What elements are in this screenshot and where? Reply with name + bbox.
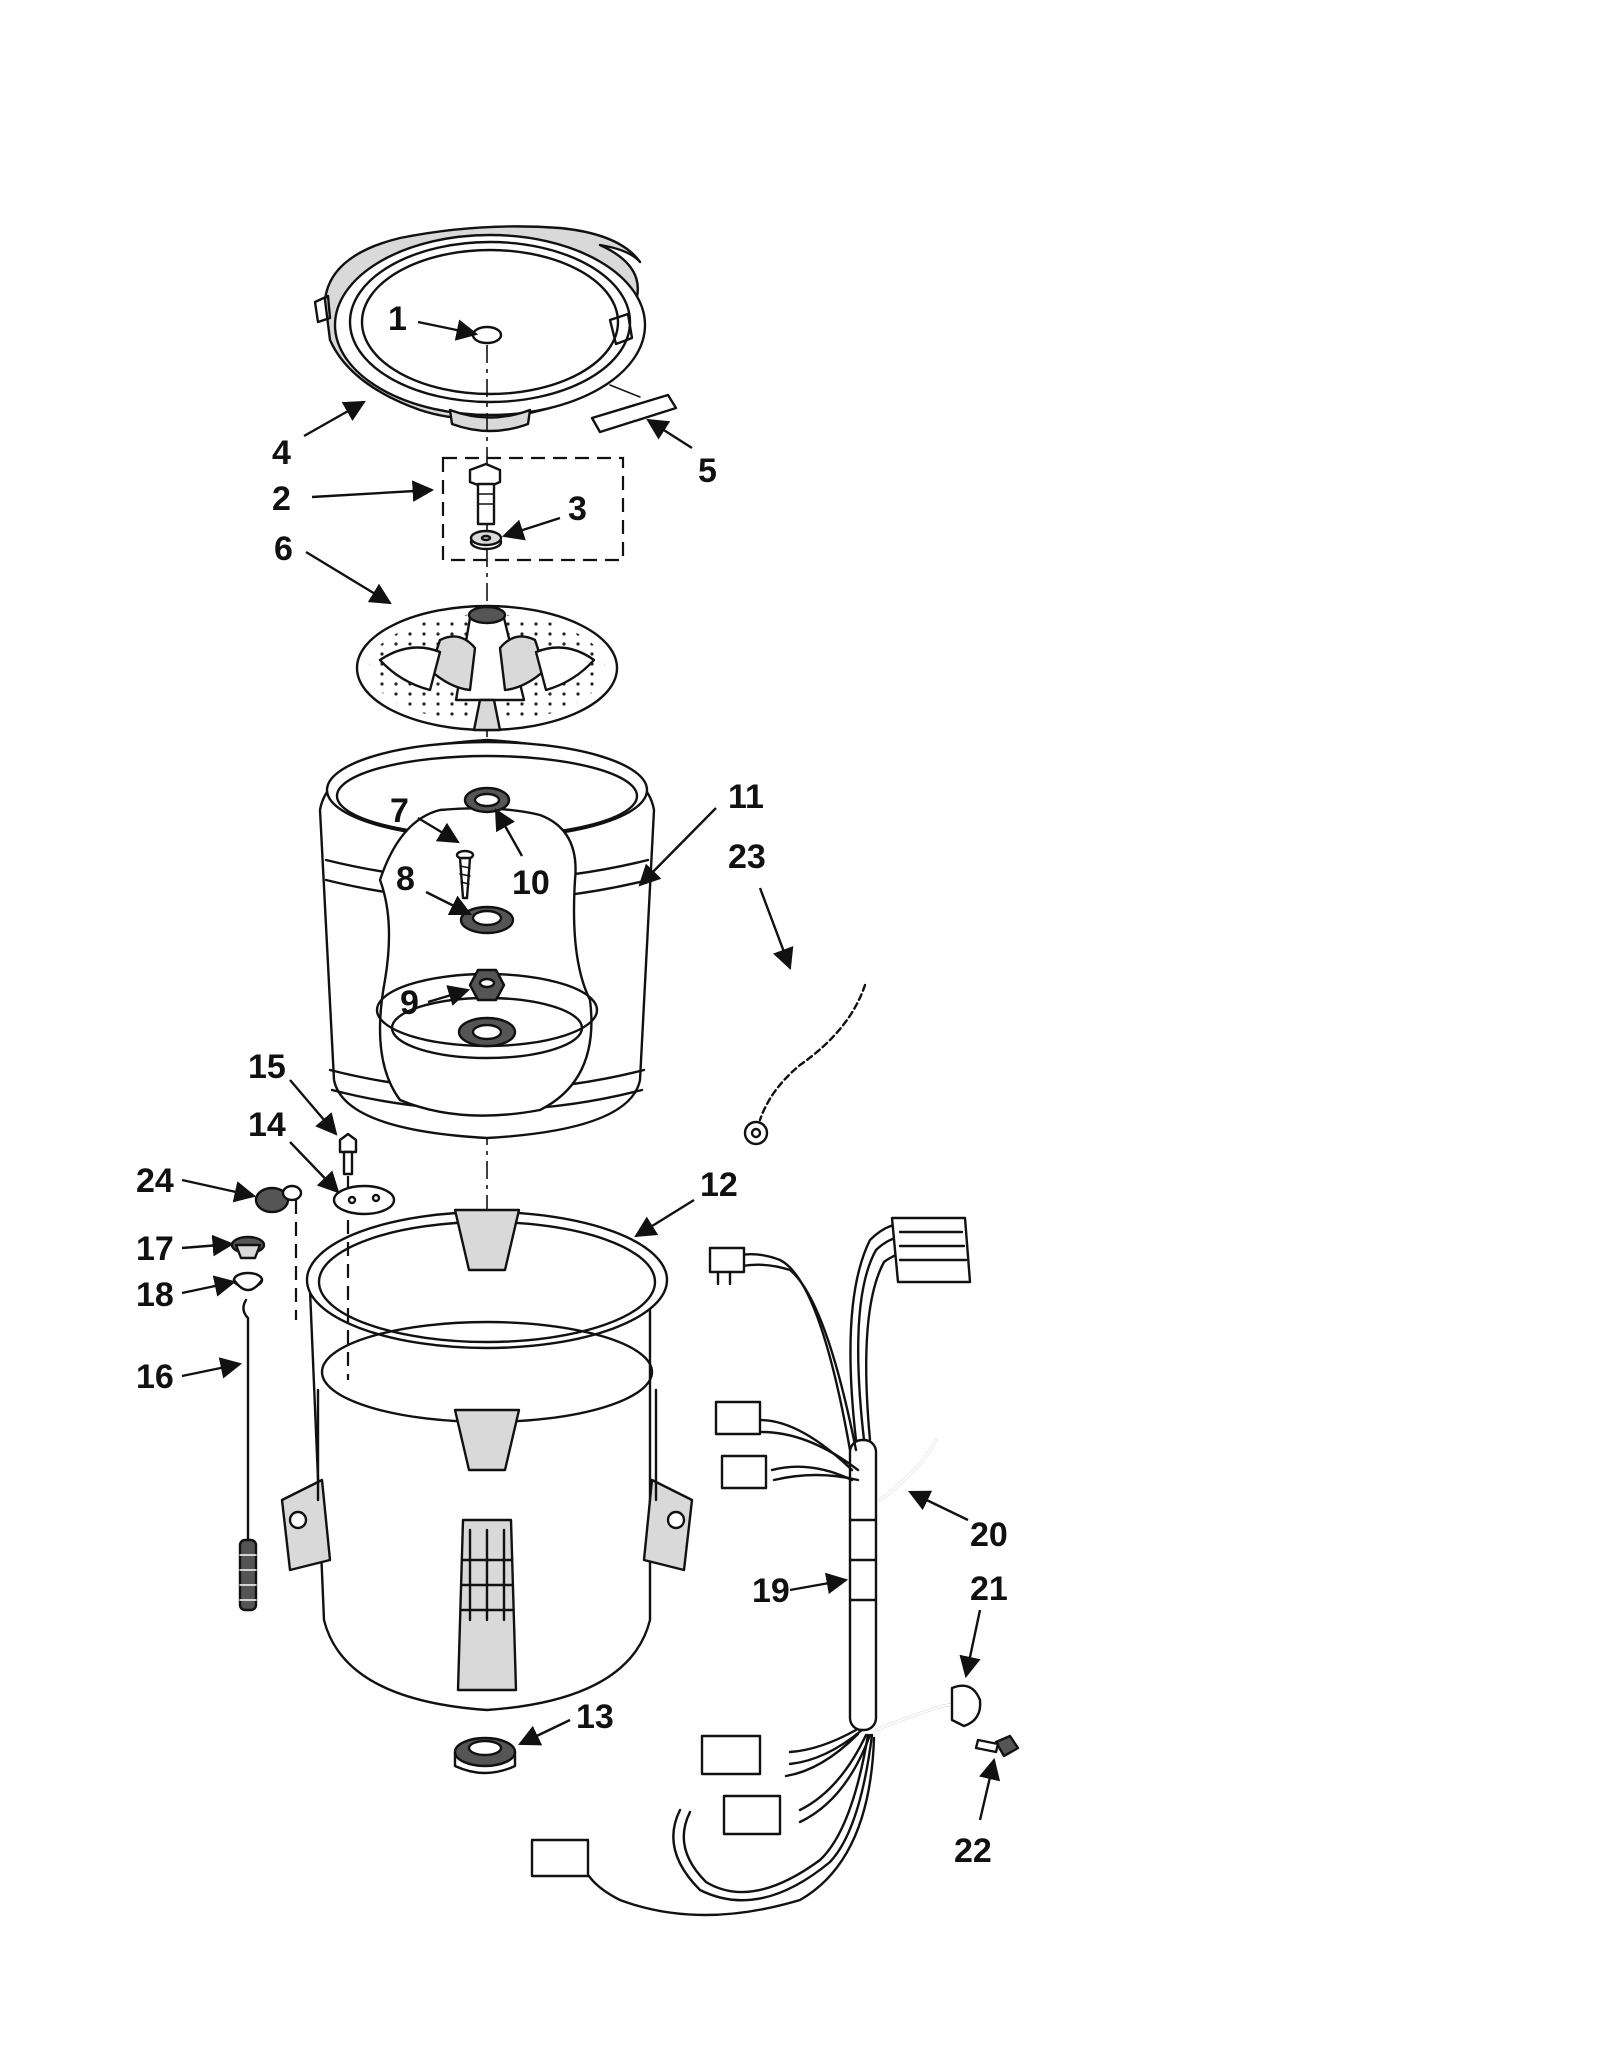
callout-24: 24 (136, 1162, 174, 1200)
upper-seal-part (463, 786, 511, 814)
callout-labels: 1 2 3 4 5 6 7 8 9 10 11 23 12 13 14 15 1… (136, 300, 1008, 1870)
callout-12-23: 23 (728, 838, 766, 876)
hub-seal-part (459, 905, 515, 935)
callout-2: 2 (272, 480, 291, 518)
leader-14 (289, 1141, 340, 1194)
mounting-plate-part (332, 1184, 396, 1216)
wire-harness-part (530, 1216, 972, 1917)
leader-24 (181, 1178, 257, 1203)
callout-6: 6 (274, 530, 293, 568)
leader-16 (181, 1357, 243, 1379)
callout-1: 1 (388, 300, 407, 338)
leader-23 (758, 887, 794, 971)
leader-22 (978, 1757, 1001, 1821)
callout-4: 4 (272, 434, 291, 472)
callout-22: 22 (954, 1832, 992, 1870)
basket-nut-part (468, 968, 506, 1002)
callout-11: 11 (728, 778, 764, 816)
basket-hub (457, 1016, 517, 1048)
leader-12 (634, 1198, 695, 1238)
callout-10: 10 (512, 864, 550, 902)
callout-8: 8 (396, 860, 415, 898)
leader-15 (289, 1079, 338, 1136)
callout-19: 19 (752, 1572, 790, 1610)
leader-13 (518, 1718, 571, 1746)
outer-tub-part (280, 1208, 694, 1712)
callout-7: 7 (390, 792, 409, 830)
leader-3 (501, 516, 561, 541)
bolt-kit-group-box (441, 456, 625, 562)
callout-9: 9 (400, 984, 419, 1022)
callout-16: 16 (136, 1358, 174, 1396)
grommet-part (232, 1271, 264, 1292)
leader-21 (959, 1609, 982, 1679)
leader-5 (646, 418, 693, 450)
callout-18: 18 (136, 1276, 174, 1314)
bushing-part (230, 1235, 266, 1260)
callout-14: 14 (248, 1106, 286, 1144)
fitting-part (254, 1184, 303, 1214)
strip-part (590, 393, 678, 434)
callout-20: 20 (970, 1516, 1008, 1554)
suspension-rod-part (238, 1298, 258, 1612)
harness-clip-part (950, 1684, 982, 1728)
leader-7 (417, 816, 460, 844)
callout-13: 13 (576, 1698, 614, 1736)
callout-17: 17 (136, 1230, 174, 1268)
wash-plate-part (355, 604, 619, 732)
leader-10 (494, 808, 524, 857)
callout-3: 3 (568, 490, 587, 528)
bolt-part (468, 462, 502, 526)
leader-1 (417, 319, 479, 341)
callout-12: 12 (700, 1166, 738, 1204)
callout-15: 15 (248, 1048, 286, 1086)
washer-part (469, 529, 503, 551)
leader-18 (181, 1275, 237, 1297)
cap-disc-part (471, 325, 503, 345)
ground-wire-part (743, 983, 867, 1146)
leader-11 (638, 807, 717, 887)
callout-21: 21 (970, 1570, 1008, 1608)
leader-arrows (181, 319, 1001, 1821)
leader-8 (425, 890, 472, 916)
tub-seal-part (453, 1736, 517, 1775)
clip-screw-part (974, 1734, 1020, 1758)
leader-17 (181, 1234, 235, 1257)
pressure-screw-part (338, 1132, 358, 1176)
tub-ring-part (313, 225, 647, 433)
leader-9 (427, 985, 471, 1006)
leader-2 (311, 480, 435, 502)
leader-19 (789, 1572, 849, 1595)
leader-6 (305, 550, 392, 605)
leader-20 (908, 1490, 969, 1522)
callout-5: 5 (698, 452, 717, 490)
strip-leader-line (609, 384, 641, 398)
leader-4 (303, 400, 366, 438)
